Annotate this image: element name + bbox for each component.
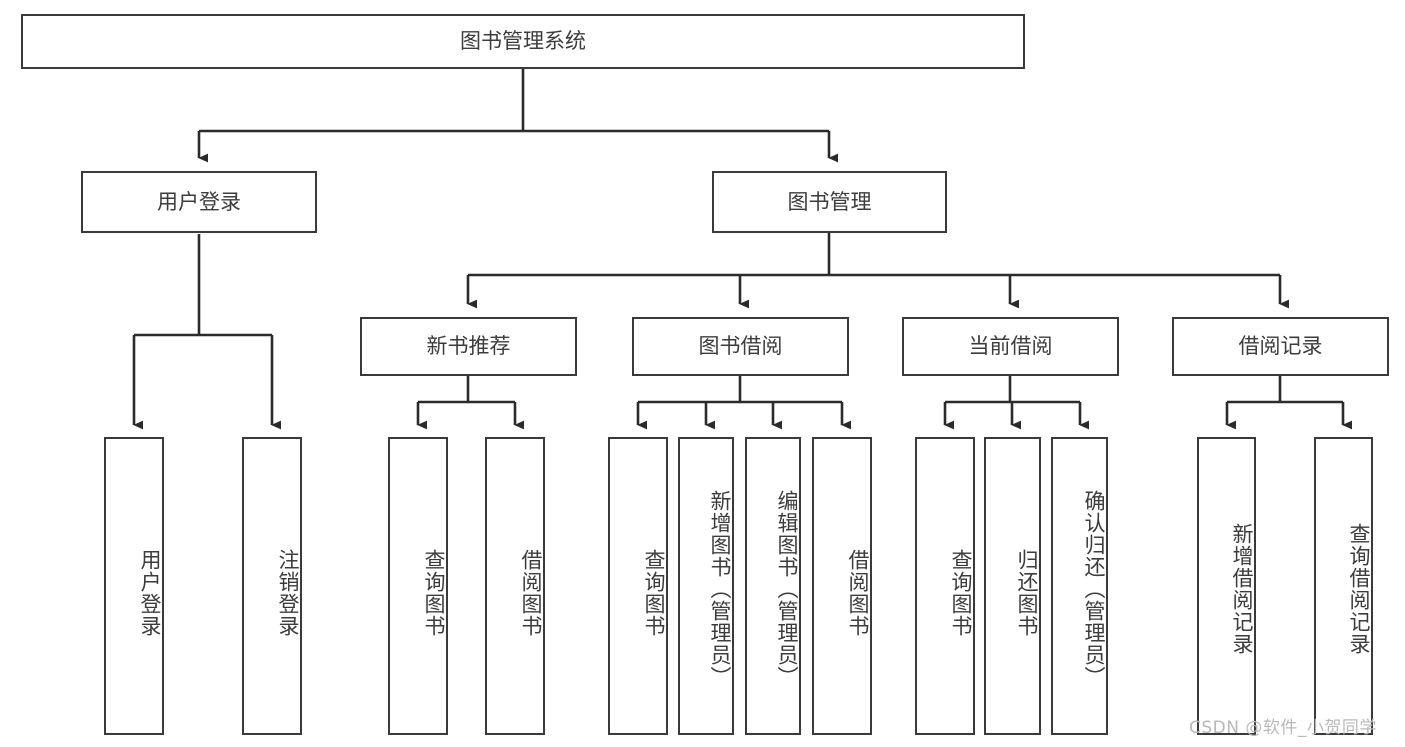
node-leaf-borrow-book-2[interactable]: 借阅图书	[812, 437, 872, 735]
node-book-borrow[interactable]: 图书借阅	[632, 317, 849, 376]
node-borrow-record-label: 借阅记录	[1238, 334, 1323, 359]
node-leaf-add-record[interactable]: 新增借阅记录	[1197, 437, 1256, 735]
node-leaf-add-book[interactable]: 新增图书（管理员）	[678, 437, 734, 735]
node-leaf-edit-book-label: 编辑图书（管理员）	[775, 490, 799, 688]
node-leaf-confirm-return[interactable]: 确认归还（管理员）	[1051, 437, 1108, 735]
node-leaf-add-record-label: 新增借阅记录	[1230, 523, 1254, 655]
watermark-text: CSDN @软件_小贺同学	[1189, 718, 1377, 738]
node-leaf-query-book-2-label: 查询图书	[642, 549, 666, 637]
node-new-book-rec-label: 新书推荐	[426, 334, 511, 359]
node-leaf-confirm-return-label: 确认归还（管理员）	[1082, 490, 1106, 688]
node-book-manage[interactable]: 图书管理	[712, 171, 947, 233]
node-current-borrow[interactable]: 当前借阅	[902, 317, 1119, 376]
node-leaf-query-record-label: 查询借阅记录	[1347, 523, 1371, 655]
node-book-borrow-label: 图书借阅	[698, 334, 783, 359]
node-leaf-query-book-1-label: 查询图书	[422, 549, 446, 637]
node-leaf-query-record[interactable]: 查询借阅记录	[1314, 437, 1373, 735]
node-leaf-query-book-2[interactable]: 查询图书	[608, 437, 668, 735]
node-user-login-label: 用户登录	[157, 189, 241, 214]
node-borrow-record[interactable]: 借阅记录	[1172, 317, 1389, 376]
node-book-manage-label: 图书管理	[787, 189, 872, 214]
node-new-book-rec[interactable]: 新书推荐	[360, 317, 577, 376]
node-leaf-borrow-book-1[interactable]: 借阅图书	[485, 437, 545, 735]
node-leaf-borrow-book-1-label: 借阅图书	[519, 549, 543, 637]
node-leaf-user-login-label: 用户登录	[138, 549, 162, 637]
node-current-borrow-label: 当前借阅	[968, 334, 1053, 359]
node-leaf-edit-book[interactable]: 编辑图书（管理员）	[745, 437, 801, 735]
node-leaf-return-book[interactable]: 归还图书	[984, 437, 1041, 735]
node-leaf-logout-label: 注销登录	[276, 549, 300, 637]
node-leaf-return-book-label: 归还图书	[1015, 549, 1039, 637]
node-root-label: 图书管理系统	[460, 29, 586, 54]
node-leaf-add-book-label: 新增图书（管理员）	[708, 490, 732, 688]
node-leaf-query-book-3[interactable]: 查询图书	[915, 437, 975, 735]
node-leaf-query-book-1[interactable]: 查询图书	[388, 437, 448, 735]
node-root[interactable]: 图书管理系统	[21, 14, 1025, 69]
node-leaf-borrow-book-2-label: 借阅图书	[846, 549, 870, 637]
node-leaf-user-login[interactable]: 用户登录	[104, 437, 164, 735]
node-leaf-logout[interactable]: 注销登录	[242, 437, 302, 735]
node-leaf-query-book-3-label: 查询图书	[949, 549, 973, 637]
node-user-login[interactable]: 用户登录	[81, 171, 317, 233]
